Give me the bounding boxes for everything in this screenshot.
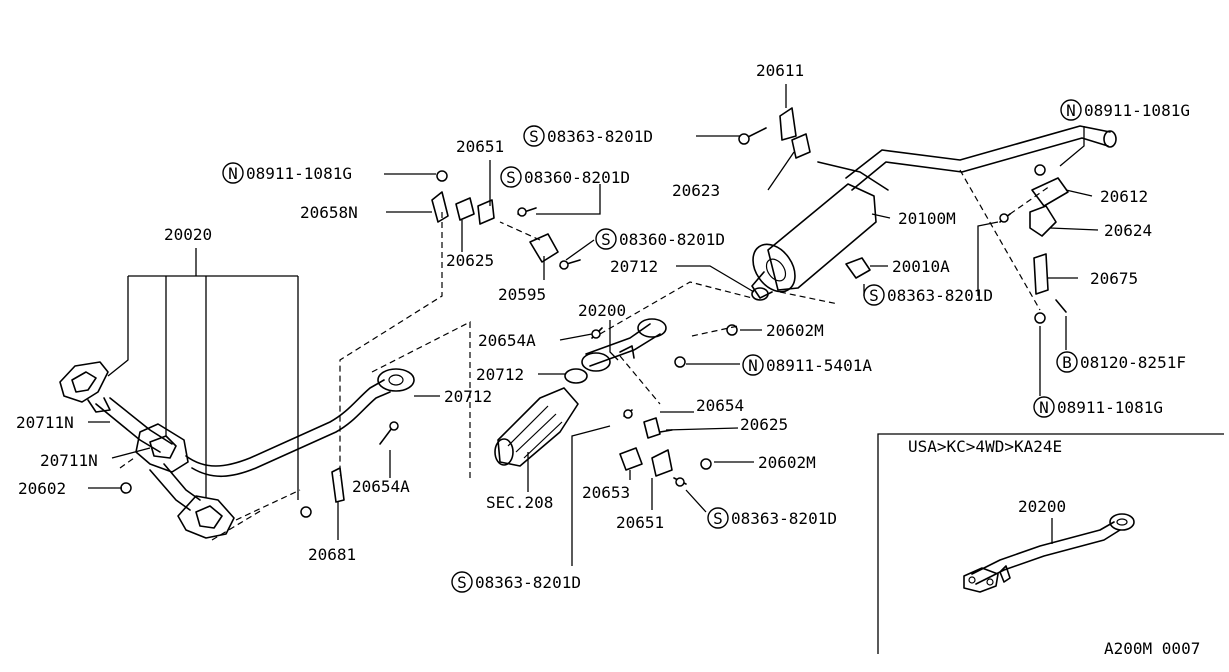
label-20602M-top: 20602M xyxy=(766,321,824,340)
label-08911-1081G-right: 08911-1081G xyxy=(1084,101,1190,120)
label-20602: 20602 xyxy=(18,479,66,498)
label-20625-bottom: 20625 xyxy=(740,415,788,434)
label-08120-8251F: 08120-8251F xyxy=(1080,353,1186,372)
label-20200: 20200 xyxy=(578,301,626,320)
svg-text:S: S xyxy=(506,168,516,187)
svg-text:N: N xyxy=(1039,398,1049,417)
svg-text:S: S xyxy=(457,573,467,592)
label-20654: 20654 xyxy=(696,396,744,415)
catalytic-converter xyxy=(494,387,579,467)
hardware xyxy=(120,107,1069,518)
svg-text:N: N xyxy=(748,356,758,375)
label-08363-8201D-bottom-right: 08363-8201D xyxy=(731,509,837,528)
label-08911-1081G-left: 08911-1081G xyxy=(246,164,352,183)
svg-text:N: N xyxy=(1066,101,1076,120)
label-08363-8201D-top: 08363-8201D xyxy=(547,127,653,146)
front-tube-assembly xyxy=(59,361,415,539)
muffler-and-tailpipe xyxy=(751,125,1117,299)
label-20711N-b: 20711N xyxy=(40,451,98,470)
label-20651-bottom: 20651 xyxy=(616,513,664,532)
label-20712-mid: 20712 xyxy=(476,365,524,384)
leader-lines xyxy=(88,84,1099,566)
part-labels: 20611 08911-1081G 08363-8201D 20651 0891… xyxy=(16,61,1190,592)
label-08363-8201D-mid: 08363-8201D xyxy=(887,286,993,305)
svg-text:B: B xyxy=(1062,353,1072,372)
svg-text:S: S xyxy=(529,127,539,146)
label-20681: 20681 xyxy=(308,545,356,564)
label-sec-208: SEC.208 xyxy=(486,493,553,512)
svg-text:S: S xyxy=(601,230,611,249)
label-20010A: 20010A xyxy=(892,257,950,276)
svg-text:S: S xyxy=(869,286,879,305)
footer-code: A200M 0007 xyxy=(1104,639,1200,658)
label-20625-top: 20625 xyxy=(446,251,494,270)
label-20100M: 20100M xyxy=(898,209,956,228)
inset-part-label: 20200 xyxy=(1018,497,1066,516)
label-08911-1081G-bottom: 08911-1081G xyxy=(1057,398,1163,417)
label-08360-8201D-a: 08360-8201D xyxy=(524,168,630,187)
label-08911-5401A: 08911-5401A xyxy=(766,356,872,375)
label-08363-8201D-bottom: 08363-8201D xyxy=(475,573,581,592)
label-20595: 20595 xyxy=(498,285,546,304)
label-20658N: 20658N xyxy=(300,203,358,222)
svg-text:S: S xyxy=(713,509,723,528)
inset-panel: USA>KC>4WD>KA24E 20200 xyxy=(877,433,1224,654)
label-20611: 20611 xyxy=(756,61,804,80)
label-20712-left: 20712 xyxy=(444,387,492,406)
label-20623: 20623 xyxy=(672,181,720,200)
label-20624: 20624 xyxy=(1104,221,1152,240)
label-20020: 20020 xyxy=(164,225,212,244)
label-20711N-a: 20711N xyxy=(16,413,74,432)
front-pipe-20200 xyxy=(564,318,667,384)
label-20602M-bottom: 20602M xyxy=(758,453,816,472)
label-20651-top: 20651 xyxy=(456,137,504,156)
label-20712-top: 20712 xyxy=(610,257,658,276)
label-20654A-top: 20654A xyxy=(478,331,536,350)
label-20653: 20653 xyxy=(582,483,630,502)
label-20675: 20675 xyxy=(1090,269,1138,288)
dashed-connectors xyxy=(119,169,1051,541)
symbol-marks: N S N S S S B N N S S xyxy=(222,99,1082,593)
label-20654A-bottom: 20654A xyxy=(352,477,410,496)
label-20612: 20612 xyxy=(1100,187,1148,206)
label-08360-8201D-b: 08360-8201D xyxy=(619,230,725,249)
inset-title: USA>KC>4WD>KA24E xyxy=(908,437,1062,456)
svg-text:N: N xyxy=(228,164,238,183)
